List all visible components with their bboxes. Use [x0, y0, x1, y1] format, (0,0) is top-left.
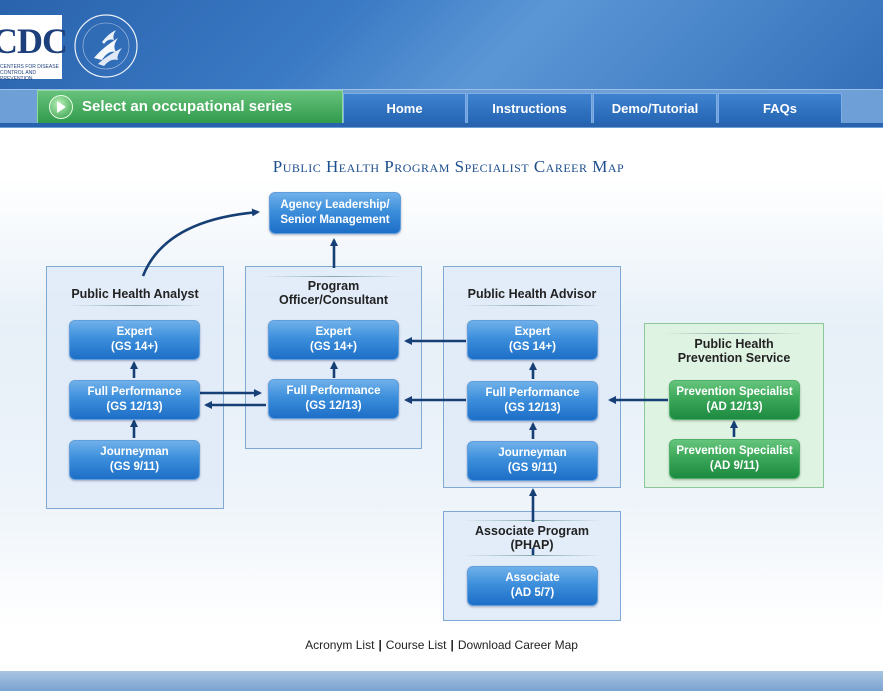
column-title-prevention: Public Health Prevention Service [644, 337, 824, 365]
column-title-officer-line2: Officer/Consultant [278, 293, 389, 307]
footer-separator: | [378, 638, 382, 652]
divider [664, 333, 804, 334]
box-leadership-line1: Agency Leadership/ [280, 199, 390, 211]
box-advisor-expert[interactable]: Expert (GS 14+) [467, 320, 598, 360]
divider [463, 305, 603, 306]
column-title-prevention-line1: Public Health [694, 337, 774, 351]
box-line2: (GS 14+) [111, 341, 158, 353]
nav-demo-tutorial[interactable]: Demo/Tutorial [593, 93, 717, 125]
box-analyst-journeyman[interactable]: Journeyman (GS 9/11) [69, 440, 200, 480]
box-line2: (GS 12/13) [504, 402, 561, 414]
box-line2: (GS 12/13) [305, 400, 362, 412]
box-associate[interactable]: Associate (AD 5/7) [467, 566, 598, 606]
box-line1: Expert [514, 326, 551, 338]
box-line1: Journeyman [100, 446, 169, 458]
column-title-officer-line1: Program [307, 279, 360, 293]
box-line2: (AD 12/13) [706, 401, 763, 413]
box-line2: (GS 9/11) [109, 461, 160, 473]
box-line1: Prevention Specialist [676, 386, 793, 398]
nav-divider [0, 123, 883, 127]
box-line1: Full Performance [87, 386, 182, 398]
box-officer-full-performance[interactable]: Full Performance (GS 12/13) [268, 379, 399, 419]
box-line2: (AD 5/7) [510, 587, 555, 599]
box-line2: (GS 9/11) [507, 462, 558, 474]
cdc-logo-text: CDC [0, 21, 68, 61]
play-triangle-icon [57, 101, 66, 113]
divider [463, 555, 603, 556]
box-line1: Journeyman [498, 447, 567, 459]
box-line2: (GS 14+) [509, 341, 556, 353]
column-title-prevention-line2: Prevention Service [677, 351, 791, 365]
box-line1: Expert [315, 326, 352, 338]
divider [66, 305, 206, 306]
cdc-logo-subtext: CENTERS FOR DISEASE CONTROL AND PREVENTI… [0, 64, 59, 82]
box-line2: (GS 12/13) [106, 401, 163, 413]
box-analyst-expert[interactable]: Expert (GS 14+) [69, 320, 200, 360]
page-title: Public Health Program Specialist Career … [272, 157, 625, 176]
box-line1: Associate [505, 572, 560, 584]
box-advisor-journeyman[interactable]: Journeyman (GS 9/11) [467, 441, 598, 481]
select-series-label[interactable]: Select an occupational series [82, 98, 293, 115]
divider [263, 276, 403, 277]
arrow-analyst-to-leadership [141, 208, 260, 277]
column-title-associate: Associate Program (PHAP) [443, 524, 621, 552]
footer-separator: | [450, 638, 454, 652]
box-officer-expert[interactable]: Expert (GS 14+) [268, 320, 399, 360]
box-advisor-full-performance[interactable]: Full Performance (GS 12/13) [467, 381, 598, 421]
box-line2: (GS 14+) [310, 341, 357, 353]
column-title-advisor: Public Health Advisor [467, 287, 597, 301]
download-career-map-link[interactable]: Download Career Map [457, 638, 578, 652]
acronym-list-link[interactable]: Acronym List [305, 638, 375, 652]
column-title-officer: Program Officer/Consultant [245, 279, 422, 307]
nav-instructions[interactable]: Instructions [467, 93, 592, 125]
footer-area [0, 626, 883, 671]
column-title-associate-line2: (PHAP) [510, 538, 554, 552]
box-prevention-specialist-12-13[interactable]: Prevention Specialist (AD 12/13) [669, 380, 800, 420]
cdc-logo[interactable] [0, 15, 62, 79]
column-title-associate-line1: Associate Program [475, 524, 589, 538]
box-line1: Expert [116, 326, 153, 338]
footer-links: Acronym List|Course List|Download Career… [0, 638, 883, 652]
nav-faqs[interactable]: FAQs [718, 93, 842, 125]
box-leadership-line2: Senior Management [280, 214, 390, 226]
course-list-link[interactable]: Course List [385, 638, 447, 652]
box-line2: (AD 9/11) [709, 460, 760, 472]
column-title-analyst: Public Health Analyst [71, 287, 199, 301]
box-analyst-full-performance[interactable]: Full Performance (GS 12/13) [69, 380, 200, 420]
hhs-seal-icon [74, 14, 138, 78]
box-line1: Full Performance [485, 387, 580, 399]
box-line1: Full Performance [286, 385, 381, 397]
box-prevention-specialist-9-11[interactable]: Prevention Specialist (AD 9/11) [669, 439, 800, 479]
bottom-strip [0, 671, 883, 691]
box-agency-leadership[interactable]: Agency Leadership/Senior Management [269, 192, 401, 234]
box-line1: Prevention Specialist [676, 445, 793, 457]
